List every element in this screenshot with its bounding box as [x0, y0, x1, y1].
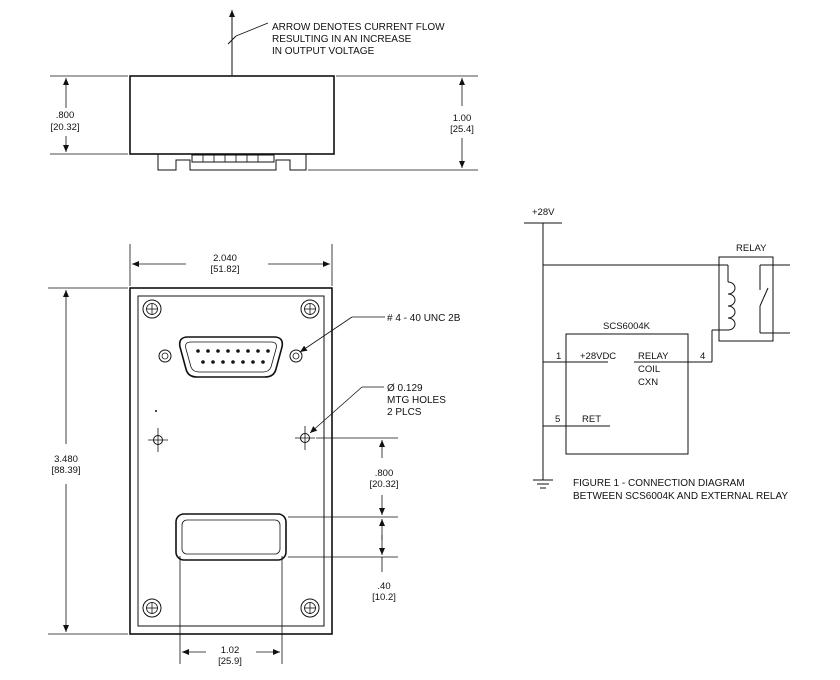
- module-name: SCS6004K: [603, 321, 651, 332]
- front-height-mm-label: [88.39]: [51, 465, 80, 476]
- pin5-label: RET: [582, 414, 601, 425]
- figure-caption-line1: FIGURE 1 - CONNECTION DIAGRAM: [573, 478, 745, 489]
- top-view: ARROW DENOTES CURRENT FLOW RESULTING IN …: [50, 10, 478, 171]
- thread-note: # 4 - 40 UNC 2B: [387, 313, 461, 324]
- overall-mm-label: [25.4]: [450, 124, 474, 135]
- figure-caption-line2: BETWEEN SCS6004K AND EXTERNAL RELAY: [573, 491, 788, 502]
- relay-contact-arm: [759, 287, 769, 307]
- slot-offset-mm-label: [25.9]: [218, 656, 242, 667]
- current-flow-tick: [227, 35, 237, 45]
- dsub-shell-inner: [185, 341, 277, 373]
- dsub-connector: [158, 336, 303, 378]
- front-height-inch-label: 3.480: [54, 454, 78, 465]
- supply-label: +28V: [532, 207, 555, 218]
- spacing-inch-label: .800: [375, 468, 394, 479]
- holes-leader-diag: [309, 386, 363, 434]
- current-flow-note-line2: RESULTING IN AN INCREASE: [272, 34, 412, 45]
- module-box: [565, 333, 689, 455]
- holes-note-line3: 2 PLCS: [387, 407, 422, 418]
- relay-coil-label-1: RELAY: [638, 351, 669, 362]
- corner-screw-bottom-left: [142, 598, 162, 618]
- relay-coil-label-2: COIL: [638, 364, 660, 375]
- thread-leader-diag: [299, 316, 353, 353]
- overall-inch-label: 1.00: [453, 113, 472, 124]
- housing-front-inner: [137, 295, 325, 627]
- housing-front-outer: [129, 287, 333, 635]
- slot-inner: [181, 519, 281, 555]
- width-inch-label: 2.040: [213, 253, 237, 264]
- slot-inch-label: .40: [377, 581, 390, 592]
- schematic: +28V RELAY SCS6004K 1 +28VDC 4 RELAY COI…: [524, 207, 790, 502]
- current-flow-note-line1: ARROW DENOTES CURRENT FLOW: [272, 22, 445, 33]
- small-dot: [155, 410, 157, 412]
- connector-base: [157, 154, 307, 171]
- dsub-screw-right: [289, 349, 303, 363]
- corner-screw-top-left: [142, 299, 162, 319]
- width-mm-label: [51.82]: [210, 264, 239, 275]
- holes-note-line1: Ø 0.129: [387, 383, 423, 394]
- slot-offset-inch-label: 1.02: [221, 645, 240, 656]
- pin5-number: 5: [555, 414, 560, 425]
- relay-label: RELAY: [736, 243, 767, 254]
- mounting-hole-right: [295, 426, 315, 450]
- slot-mm-label: [10.2]: [372, 592, 396, 603]
- dsub-pins: [196, 349, 270, 364]
- mounting-hole-left: [148, 428, 168, 452]
- dsub-screw-left: [158, 349, 172, 363]
- spacing-mm-label: [20.32]: [369, 479, 398, 490]
- pin1-label: +28VDC: [580, 351, 616, 362]
- current-flow-note-line3: IN OUTPUT VOLTAGE: [272, 46, 375, 57]
- connector-pins: [191, 154, 275, 163]
- housing-side: [129, 75, 335, 155]
- height-mm-label: [20.32]: [50, 122, 79, 133]
- relay-coil-label-3: CXN: [638, 377, 658, 388]
- pin4-number: 4: [700, 351, 705, 362]
- holes-note-line2: MTG HOLES: [387, 395, 446, 406]
- pin1-number: 1: [556, 351, 561, 362]
- dsub-shell-outer: [178, 336, 284, 378]
- note-leader: [235, 22, 269, 37]
- front-view: 2.040 [51.82]: [48, 244, 461, 667]
- relay-box: [718, 256, 774, 342]
- slot-outer: [175, 513, 287, 561]
- relay-coil: [727, 281, 736, 331]
- height-inch-label: .800: [56, 110, 75, 121]
- connector-pin-marks: [202, 155, 259, 162]
- corner-screw-bottom-right: [300, 598, 320, 618]
- corner-screw-top-right: [300, 299, 320, 319]
